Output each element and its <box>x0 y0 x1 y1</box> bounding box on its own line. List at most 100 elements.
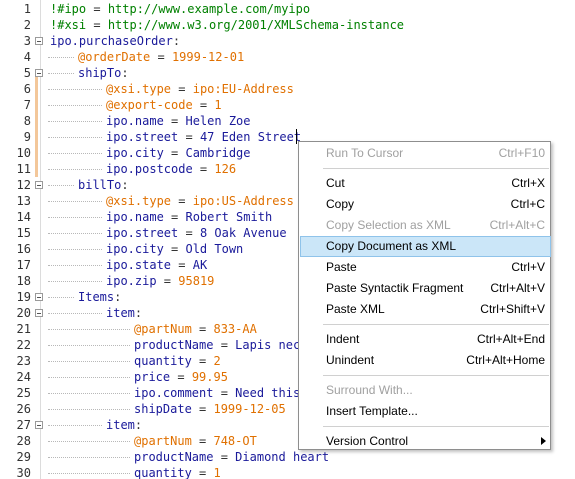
menu-separator <box>323 426 549 427</box>
code-line[interactable]: 6@xsi.type = ipo:EU-Address <box>0 81 575 97</box>
line-number: 26 <box>16 402 31 416</box>
code-token: shipDate <box>134 402 192 416</box>
code-text: !#ipo = http://www.example.com/myipo <box>50 1 310 17</box>
code-token: : <box>121 66 129 80</box>
code-line[interactable]: 21@partNum = 833-AA <box>0 321 575 337</box>
code-token: ipo.name <box>106 114 164 128</box>
code-token: 95819 <box>178 274 215 288</box>
code-token: = <box>171 258 193 272</box>
indent-guide <box>48 185 74 186</box>
code-line[interactable]: 13@xsi.type = ipo:US-Address <box>0 193 575 209</box>
code-token: 1999-12-01 <box>171 50 245 64</box>
indent-guide <box>48 105 102 106</box>
code-line[interactable]: 28@partNum = 748-OT <box>0 433 575 449</box>
menu-item-shortcut: Ctrl+F10 <box>498 146 545 160</box>
fold-toggle-icon[interactable] <box>35 37 43 45</box>
code-token: AK <box>192 258 208 272</box>
code-token: http://www.example.com/myipo <box>107 2 311 16</box>
fold-toggle-icon[interactable] <box>35 421 43 429</box>
fold-toggle-icon[interactable] <box>35 309 43 317</box>
indent-guide <box>48 265 102 266</box>
menu-item-shortcut: Ctrl+Alt+End <box>476 332 545 346</box>
fold-toggle-icon[interactable] <box>35 293 43 301</box>
fold-toggle-icon[interactable] <box>35 69 43 77</box>
code-line[interactable]: 2!#xsi = http://www.w3.org/2001/XMLSchem… <box>0 17 575 33</box>
fold-toggle-icon[interactable] <box>35 181 43 189</box>
code-text: ipo.street = 47 Eden Street <box>106 129 301 145</box>
indent-guide <box>48 249 102 250</box>
menu-item-shortcut: Ctrl+V <box>511 260 545 274</box>
code-token: = <box>213 386 236 400</box>
indent-guide <box>48 217 102 218</box>
code-line[interactable]: 4@orderDate = 1999-12-01 <box>0 49 575 65</box>
indent-guide <box>48 393 130 394</box>
line-number: 9 <box>23 130 31 144</box>
code-token: Need this <box>235 386 301 400</box>
code-text: productName = Diamond heart <box>134 449 329 465</box>
code-line[interactable]: 7@export-code = 1 <box>0 97 575 113</box>
code-token: billTo <box>78 178 122 192</box>
code-token: 2 <box>213 354 221 368</box>
code-line[interactable]: 26 shipDate = 1999-12-05 <box>0 401 575 417</box>
menu-item-label: Cut <box>326 176 345 190</box>
code-token: ipo.postcode <box>106 162 193 176</box>
line-number: 23 <box>16 354 31 368</box>
code-token: = <box>170 370 192 384</box>
code-token: = <box>191 322 214 336</box>
line-number: 30 <box>16 466 31 479</box>
menu-item-version-control[interactable]: Version Control <box>300 431 551 452</box>
menu-item-copy-document-as-xml[interactable]: Copy Document as XML <box>300 236 551 257</box>
menu-item-label: Surround With... <box>326 383 413 397</box>
code-text: shipTo: <box>78 65 129 81</box>
code-text: @xsi.type = ipo:US-Address <box>106 193 294 209</box>
indent-guide <box>48 425 102 426</box>
code-line[interactable]: 1 !#ipo = http://www.example.com/myipo <box>0 1 575 17</box>
code-token: http://www.w3.org/2001/XMLSchema-instanc… <box>107 18 405 32</box>
code-line[interactable]: 9 ipo.street = 47 Eden Street <box>0 129 575 145</box>
code-text: billTo: <box>78 177 129 193</box>
code-text: shipDate = 1999-12-05 <box>134 401 286 417</box>
code-text: ipo.city = Cambridge <box>106 145 251 161</box>
code-token: = <box>192 162 215 176</box>
menu-item-insert-template[interactable]: Insert Template... <box>300 401 551 422</box>
menu-item-surround-with: Surround With... <box>300 380 551 401</box>
line-number: 2 <box>23 18 31 32</box>
code-text: @xsi.type = ipo:EU-Address <box>106 81 294 97</box>
menu-item-shortcut: Ctrl+Shift+V <box>480 302 545 316</box>
indent-guide <box>48 441 130 442</box>
line-number: 1 <box>23 2 31 16</box>
indent-guide <box>48 345 130 346</box>
indent-guide <box>48 281 102 282</box>
code-token: ipo:EU-Address <box>192 82 294 96</box>
line-number: 24 <box>16 370 31 384</box>
code-text: @partNum = 833-AA <box>134 321 257 337</box>
